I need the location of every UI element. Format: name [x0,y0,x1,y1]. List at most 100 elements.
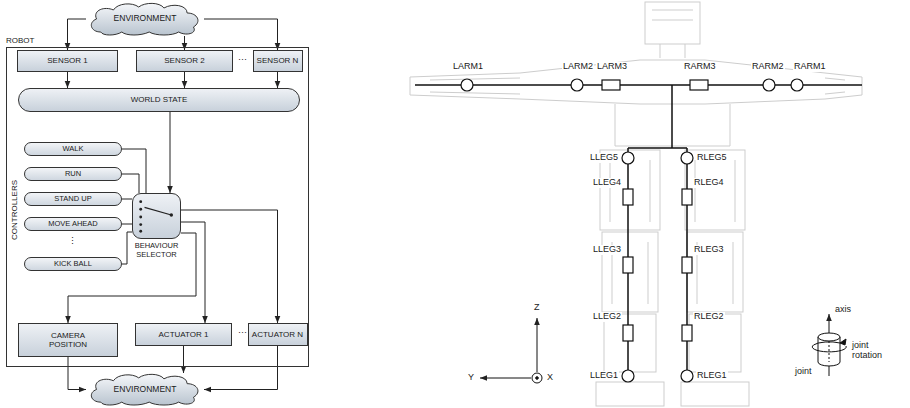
connector [181,222,205,323]
frame-heading: ROBOT [6,36,34,45]
behaviour-selector: BEHAVIOUR SELECTOR [132,193,181,239]
switch-lever [145,207,172,215]
connector [204,19,278,50]
axial-joint [682,325,692,341]
cloud-outline [91,374,198,405]
axis-arrow [829,314,830,333]
robot-head [645,2,700,44]
connector [183,346,184,373]
joint-label: LLEG5 [589,153,619,163]
joint-label: RLEG3 [693,245,725,255]
axis-line [829,366,830,376]
axes-symbol [480,318,542,383]
rotary-joint [763,79,775,91]
node-label: ENVIRONMENT [114,385,177,395]
node-label: WORLD STATE [131,95,188,104]
robot-arms [410,60,862,104]
ellipsis-mark: ⋮ [67,237,78,247]
node-label: SENSOR N [257,56,299,65]
node-label: KICK BALL [54,260,92,269]
node-label: ACTUATOR 1 [159,330,209,339]
axis-label: Z [533,303,541,313]
connector [170,112,171,193]
rotary-joint [571,79,583,91]
process-box: SENSOR 1 [17,50,118,72]
axial-joint [623,325,633,341]
axial-joint [623,257,633,273]
x-axis-out [532,373,542,383]
ellipsis-mark: ··· [237,328,248,338]
node-label: WALK [63,145,84,154]
node-label: MOVE AHEAD [48,220,98,229]
joint-label: LARM2 [562,62,594,72]
robot-left-shin [602,232,658,312]
x-axis-dot [536,377,539,380]
joint-label: LLEG2 [592,312,622,322]
joint-label: RLEG2 [693,312,725,322]
connector [67,72,68,88]
controller-pill: RUN [24,167,122,181]
joint-label: RLEG5 [696,153,728,163]
cloud-outline [91,3,198,35]
cylinder-top [818,333,840,341]
rotary-joint [622,152,634,164]
controller-pill: WALK [24,142,122,156]
joint-label: RARM2 [751,62,785,72]
switch-contact [139,223,142,226]
joint-label: LARM1 [452,62,484,72]
process-box: CAMERA POSITION [18,323,118,357]
node-label: RUN [65,170,81,179]
switch-contact [139,216,142,219]
connector [122,199,132,200]
axis-label: joint [794,367,813,377]
connector [68,19,87,50]
axis-label: axis [834,305,852,315]
joint-skeleton [415,85,862,370]
switch-symbol [133,194,180,238]
ellipsis-mark: ··· [237,55,248,65]
axis-label: Y [467,373,475,383]
controller-pill: KICK BALL [24,257,122,271]
robot-frame: ROBOTSENSOR 1SENSOR 2SENSOR NWORLD STATE… [6,47,309,367]
axial-joint [682,257,692,273]
controller-pill: STAND UP [24,192,122,206]
world-state-band: WORLD STATE [18,88,300,112]
process-box: ACTUATOR 1 [135,323,232,346]
robot-left-foot [596,382,664,406]
rotary-joint [622,370,634,382]
node-label: ACTUATOR N [252,330,303,339]
rotary-joint [461,79,473,91]
connector [184,72,185,88]
robot-right-shin [687,232,743,312]
node-label: BEHAVIOUR SELECTOR [131,242,183,259]
process-box: SENSOR 2 [136,50,233,72]
robot-silhouette [410,2,862,406]
joint-label: RLEG4 [693,178,725,188]
connector [122,149,146,193]
node-label: SENSOR 1 [47,56,87,65]
rotary-joint [681,152,693,164]
process-box: SENSOR N [253,50,303,72]
robot-arm-detail [430,78,845,94]
joint-label: RLEG1 [696,371,728,381]
axial-joint [602,80,620,90]
joints [461,79,803,382]
joint-label: LARM3 [596,62,628,72]
connector [181,210,278,323]
connector [204,346,278,390]
environment-cloud: ENVIRONMENT [86,2,204,36]
joint-label: RARM1 [793,62,827,72]
node-label: SENSOR 2 [164,56,204,65]
joint-label: RARM3 [683,62,717,72]
connector [122,232,132,264]
connector [68,233,196,323]
z-axis-arrow [537,318,538,372]
connector [122,174,139,193]
connector [277,72,278,88]
rotary-joint [791,79,803,91]
switch-contact [139,208,142,211]
joint-label: LLEG3 [592,245,622,255]
robot-right-thigh [685,150,745,230]
switch-pivot [170,213,173,216]
